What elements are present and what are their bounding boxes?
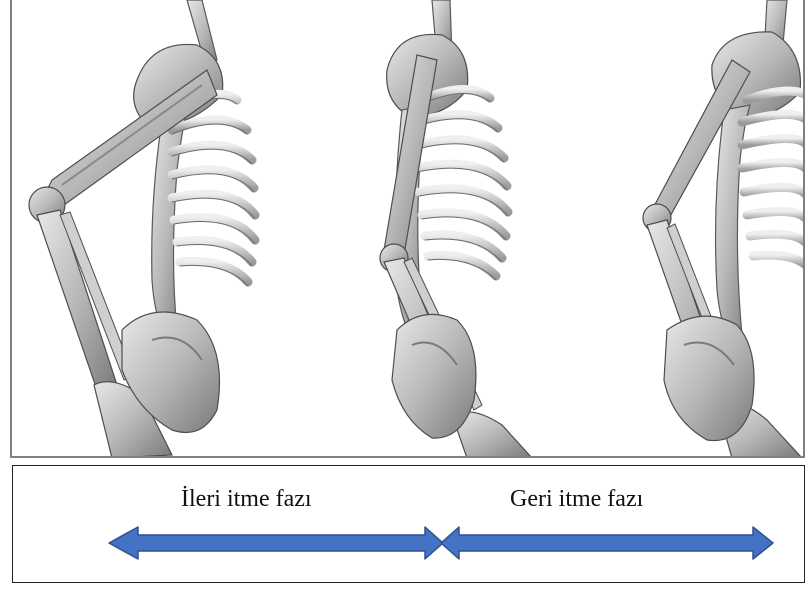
skeleton-middle (380, 0, 532, 458)
phase-arrows (13, 466, 806, 584)
phase-panel: İleri itme fazı Geri itme fazı (12, 465, 805, 583)
backward-phase-arrow (441, 527, 773, 559)
skeleton-left (29, 0, 255, 458)
skeleton-illustration (12, 0, 805, 458)
forward-phase-arrow (109, 527, 443, 559)
skeleton-image-panel (10, 0, 805, 458)
skeleton-right (643, 0, 805, 458)
